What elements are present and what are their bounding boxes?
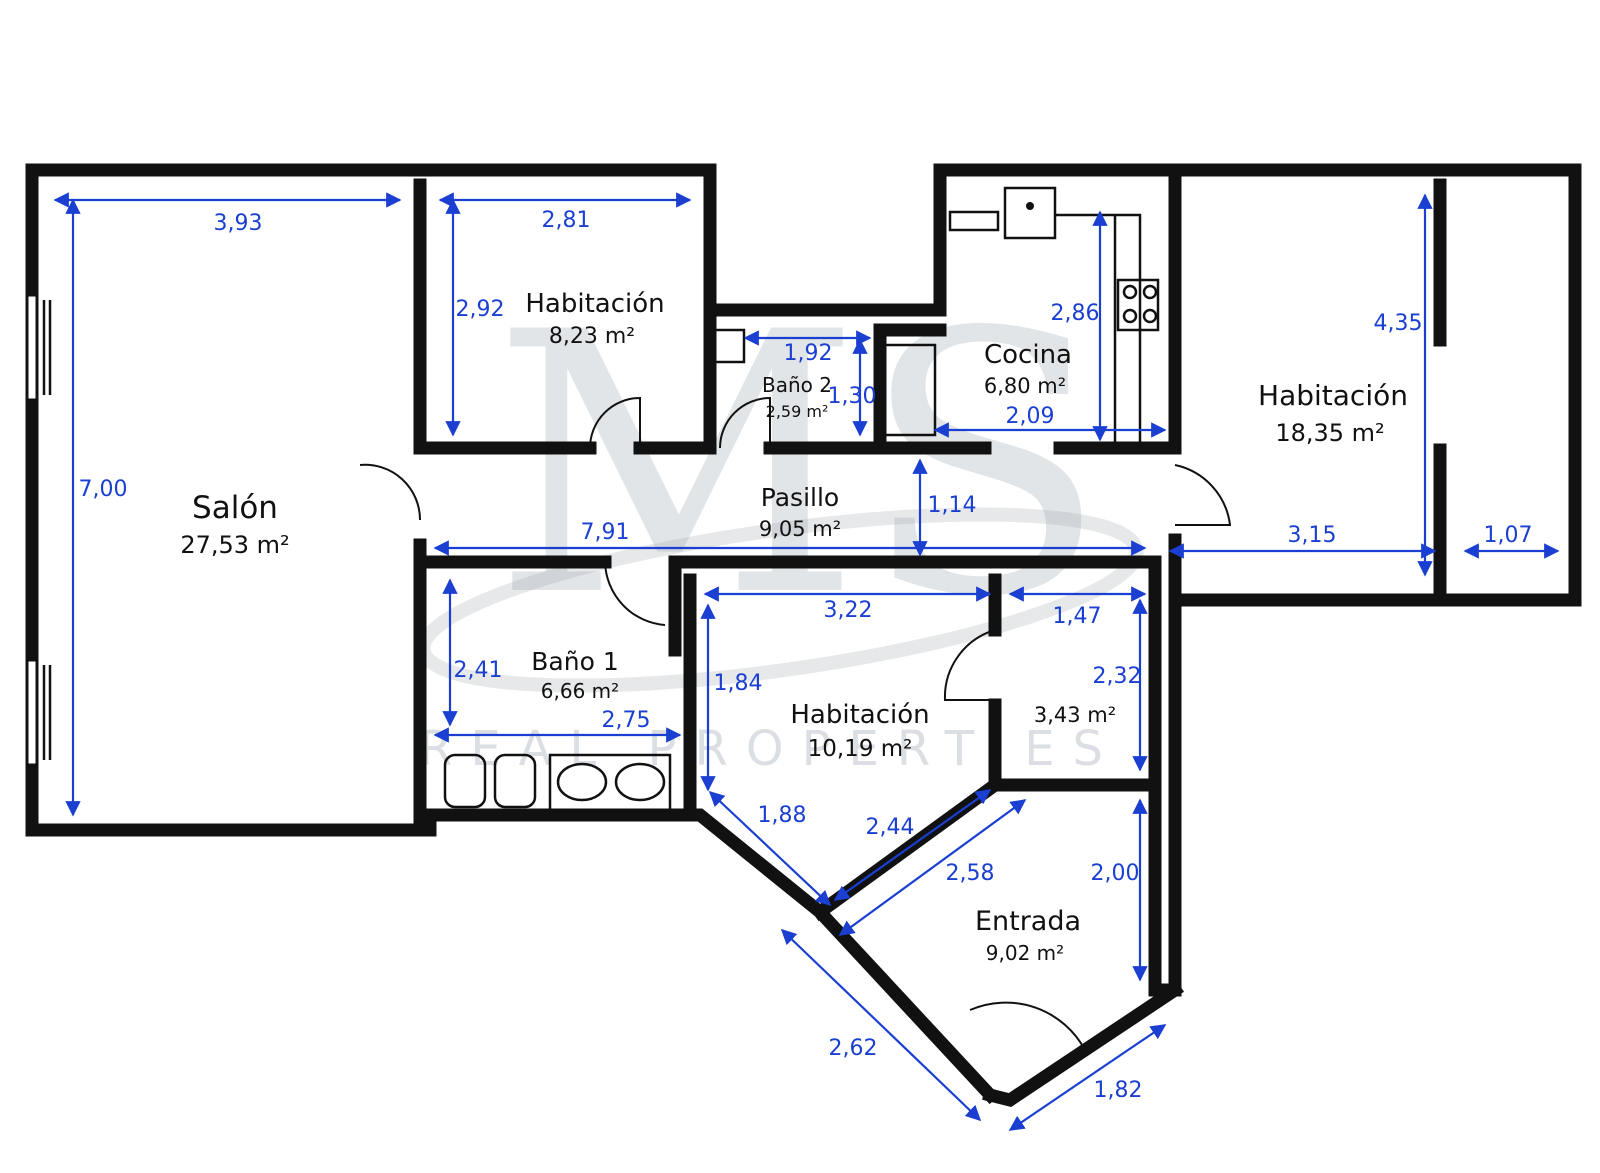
room-name-entrada: Entrada <box>975 906 1081 937</box>
dim-label: 3,93 <box>214 211 263 236</box>
watermark-monogram: MS <box>492 256 1107 675</box>
room-name-bano-1: Baño 1 <box>531 647 618 676</box>
dimension-labels: 3,93 7,00 2,81 2,92 1,92 1,30 2,86 2,09 … <box>79 208 1533 1103</box>
toilet-icon <box>443 753 487 809</box>
dim-label: 2,44 <box>866 815 915 840</box>
dim-label: 1,92 <box>784 341 833 366</box>
dim-label: 2,81 <box>542 208 591 233</box>
fixtures <box>443 186 1160 812</box>
dim-label: 2,75 <box>602 708 651 733</box>
room-name-habitacion-2: Habitación <box>1258 379 1408 412</box>
counter-icon <box>948 210 1000 232</box>
dim-label: 2,92 <box>456 297 505 322</box>
room-area-entrada: 9,02 m² <box>986 941 1064 965</box>
dim-label: 1,07 <box>1484 523 1533 548</box>
dim-label: 3,15 <box>1288 523 1337 548</box>
room-area-trastero: 3,43 m² <box>1034 703 1116 727</box>
room-name-habitacion-3: Habitación <box>790 700 929 730</box>
room-name-bano-2: Baño 2 <box>762 373 832 397</box>
dim-label: 7,00 <box>79 477 128 502</box>
dim-label: 1,84 <box>714 671 763 696</box>
dimension-lines <box>53 192 1560 1131</box>
dim-label: 4,35 <box>1374 311 1423 336</box>
double-sink-icon <box>548 753 672 812</box>
dim-label: 1,47 <box>1053 604 1102 629</box>
dim-label: 7,91 <box>581 520 630 545</box>
stove-icon <box>1116 278 1160 332</box>
room-area-habitacion-3: 10,19 m² <box>808 736 913 762</box>
dim-label: 1,14 <box>928 493 977 518</box>
room-labels: Salón 27,53 m² Habitación 8,23 m² Baño 2… <box>180 289 1408 965</box>
doors <box>359 396 1232 1051</box>
dim-label: 2,09 <box>1006 404 1055 429</box>
dim-label: 2,62 <box>829 1036 878 1061</box>
dim-label: 2,32 <box>1093 664 1142 689</box>
dim-label: 2,41 <box>454 658 503 683</box>
bidet-icon <box>493 753 537 809</box>
dim-label: 2,86 <box>1051 301 1100 326</box>
dim-label: 1,30 <box>828 384 877 409</box>
room-name-cocina: Cocina <box>984 340 1072 370</box>
watermark-subtitle: REAL PROPERTIES <box>419 721 1121 777</box>
room-area-cocina: 6,80 m² <box>984 374 1066 398</box>
fridge-icon <box>883 343 937 437</box>
dim-label: 2,58 <box>946 861 995 886</box>
room-area-salon: 27,53 m² <box>180 531 289 559</box>
room-area-habitacion-2: 18,35 m² <box>1275 419 1384 447</box>
room-name-salon: Salón <box>192 490 278 526</box>
room-area-bano-1: 6,66 m² <box>541 679 619 703</box>
dim-label: 1,88 <box>758 803 807 828</box>
shower-icon <box>710 328 746 364</box>
room-area-habitacion-1: 8,23 m² <box>549 324 635 349</box>
room-area-pasillo: 9,05 m² <box>759 517 841 541</box>
dim-label: 2,00 <box>1091 861 1140 886</box>
room-name-pasillo: Pasillo <box>761 483 839 512</box>
sink-icon <box>1003 186 1057 240</box>
room-name-habitacion-1: Habitación <box>525 289 664 319</box>
dim-label: 3,22 <box>824 598 873 623</box>
dim-label: 1,82 <box>1094 1078 1143 1103</box>
room-area-bano-2: 2,59 m² <box>766 402 829 421</box>
